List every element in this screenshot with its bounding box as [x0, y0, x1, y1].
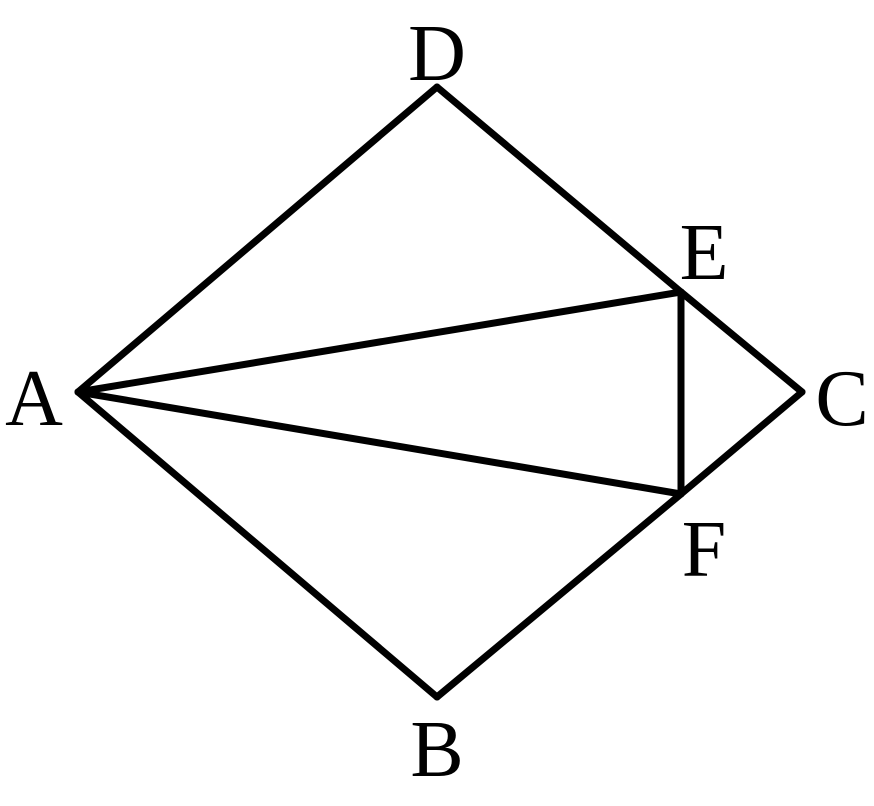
vertex-label-f: F: [682, 506, 727, 594]
vertex-label-b: B: [410, 706, 463, 794]
segment-fb: [433, 490, 685, 701]
vertex-label-e: E: [680, 209, 729, 297]
segment-ec: [677, 288, 806, 396]
segment-ae: [74, 288, 685, 396]
segment-ba: [74, 388, 441, 701]
segment-af: [74, 388, 685, 498]
segment-de: [433, 83, 685, 296]
segment-cf: [677, 388, 806, 498]
vertex-label-a: A: [5, 355, 63, 443]
vertex-label-d: D: [408, 10, 466, 98]
segment-ad: [74, 83, 441, 396]
vertex-label-c: C: [815, 355, 868, 443]
diagram-edges: [74, 83, 806, 701]
